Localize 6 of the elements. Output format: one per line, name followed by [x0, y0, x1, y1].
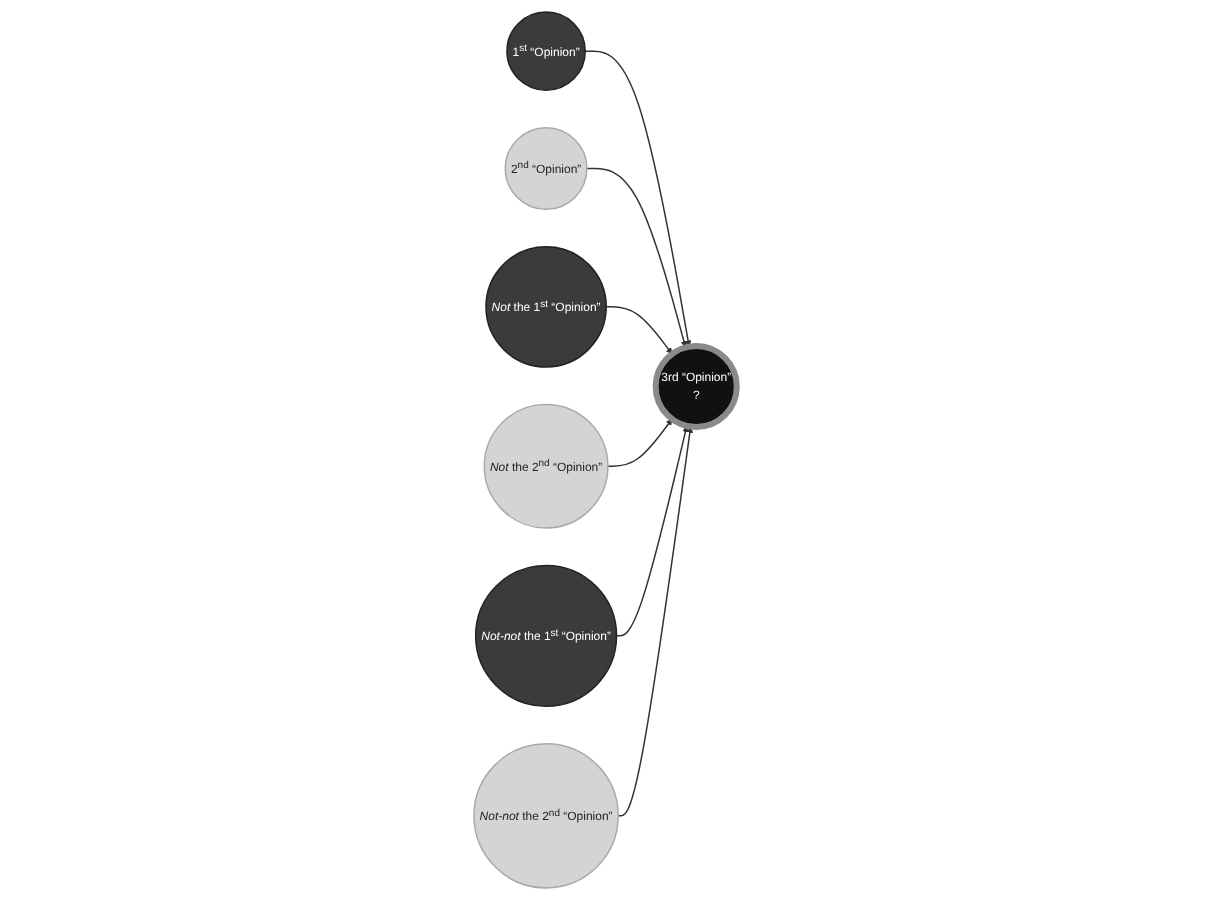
arrow — [618, 426, 694, 817]
arrow — [607, 418, 673, 467]
arrow — [586, 167, 688, 348]
arrow — [606, 306, 673, 355]
arrow — [616, 425, 690, 637]
arrow — [585, 50, 692, 347]
